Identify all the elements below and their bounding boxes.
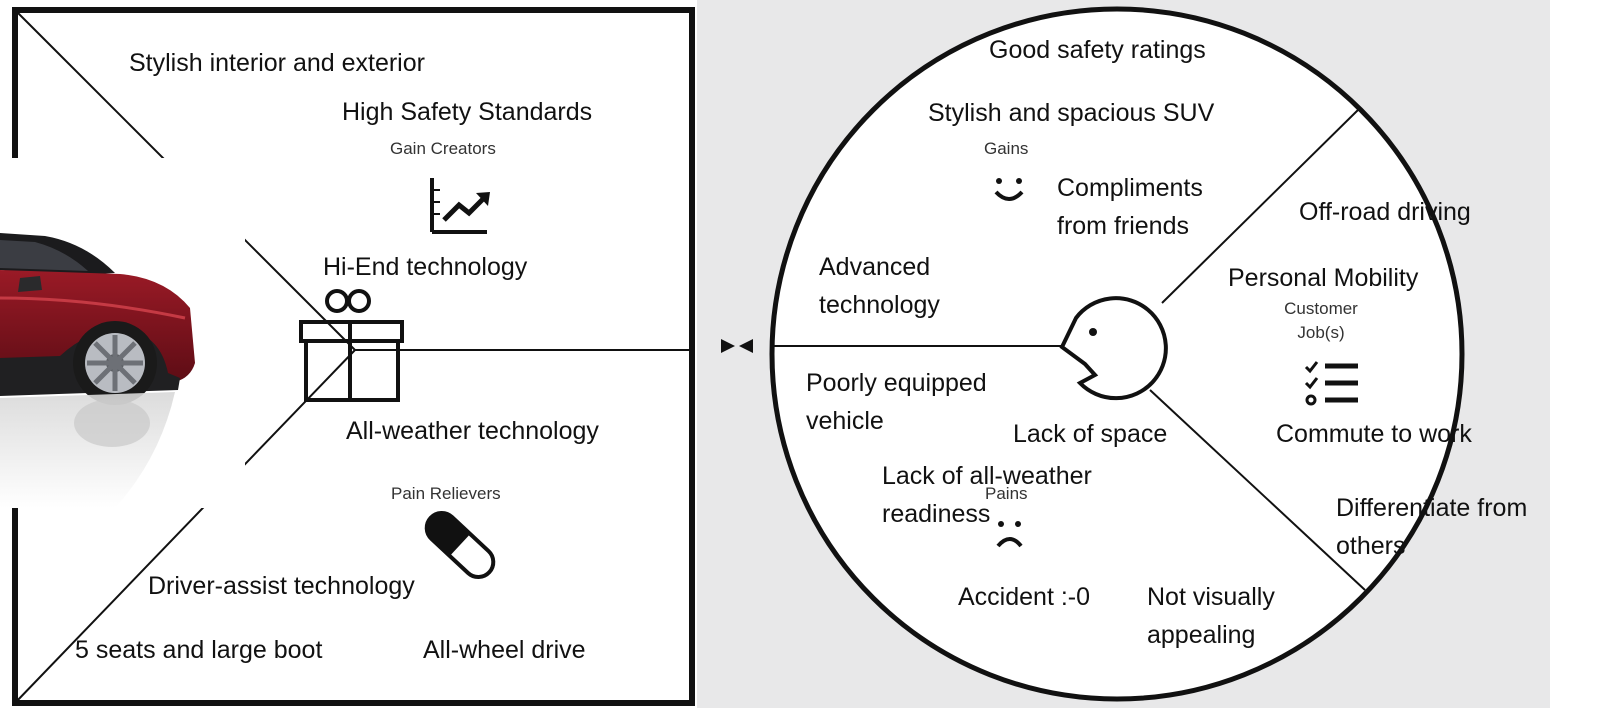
job-off-road-driving: Off-road driving xyxy=(1299,198,1471,226)
gain-creator-high-safety: High Safety Standards xyxy=(342,98,593,126)
pain-accident: Accident :-0 xyxy=(958,583,1091,611)
gains-label: Gains xyxy=(984,139,1029,158)
fit-arrows xyxy=(721,339,753,353)
job-personal-mobility: Personal Mobility xyxy=(1228,264,1419,292)
gain-advanced-technology: Advanced technology xyxy=(819,253,940,319)
pain-reliever-all-wheel-drive: All-wheel drive xyxy=(423,636,586,664)
growth-chart-icon xyxy=(430,178,490,234)
pain-not-visually-appealing: Not visually appealing xyxy=(1147,583,1275,649)
gain-stylish-spacious-suv: Stylish and spacious SUV xyxy=(928,99,1215,127)
pains-label: Pains xyxy=(985,484,1028,503)
pain-relievers-label: Pain Relievers xyxy=(391,484,501,503)
gain-compliments: Compliments from friends xyxy=(1057,174,1203,240)
pill-icon xyxy=(424,510,496,580)
gain-good-safety-ratings: Good safety ratings xyxy=(989,36,1206,64)
gift-icon xyxy=(299,289,404,402)
gain-creator-stylish-interior: Stylish interior and exterior xyxy=(129,49,425,77)
checklist-icon xyxy=(1304,361,1358,406)
product-all-weather-technology: All-weather technology xyxy=(346,417,599,445)
job-commute-to-work: Commute to work xyxy=(1276,420,1472,448)
profile-divider-jobs-gains xyxy=(1161,107,1361,304)
pain-reliever-driver-assist: Driver-assist technology xyxy=(148,572,415,600)
customer-jobs-label: Customer Job(s) xyxy=(1284,299,1358,342)
frown-icon xyxy=(996,521,1023,548)
customer-face-icon xyxy=(1059,296,1168,401)
job-differentiate: Differentiate from others xyxy=(1336,494,1528,560)
smile-icon xyxy=(994,178,1024,201)
pain-lack-all-weather: Lack of all-weather readiness xyxy=(882,462,1092,528)
profile-divider-jobs-pains xyxy=(1149,389,1366,591)
pain-poorly-equipped: Poorly equipped vehicle xyxy=(806,369,987,435)
pain-lack-of-space: Lack of space xyxy=(1013,420,1168,448)
value-map-divider-bottom xyxy=(14,349,356,704)
gain-creators-label: Gain Creators xyxy=(390,139,496,158)
product-hi-end-technology: Hi-End technology xyxy=(323,253,528,281)
car-photo xyxy=(0,158,245,508)
pain-reliever-seats-boot: 5 seats and large boot xyxy=(75,636,323,664)
